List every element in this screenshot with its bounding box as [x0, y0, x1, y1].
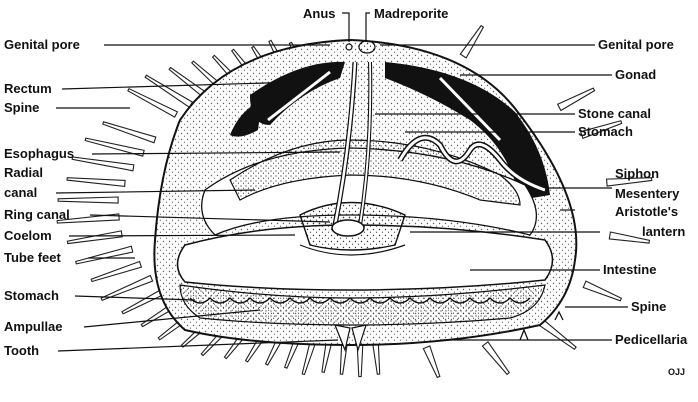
label-esophagus: Esophagus [4, 146, 74, 161]
spine [67, 178, 125, 187]
spine [482, 342, 509, 374]
spine [91, 261, 141, 281]
label-stone-canal: Stone canal [578, 106, 651, 121]
spine [72, 157, 134, 171]
label-gonad: Gonad [615, 67, 656, 82]
label-madreporite: Madreporite [374, 6, 448, 21]
label-genital-pore-left: Genital pore [4, 37, 80, 52]
spine [423, 346, 440, 377]
spine [103, 122, 156, 143]
label-genital-pore-right: Genital pore [598, 37, 674, 52]
label-siphon: Siphon [615, 166, 659, 181]
label-coelom: Coelom [4, 228, 52, 243]
label-lantern: lantern [642, 224, 685, 239]
anus-opening [346, 44, 352, 50]
label-ring-canal: Ring canal [4, 207, 70, 222]
label-rectum: Rectum [4, 81, 52, 96]
urchin-body [154, 40, 576, 350]
label-intestine: Intestine [603, 262, 656, 277]
spine [460, 26, 483, 58]
label-stomach-left: Stomach [4, 288, 59, 303]
label-stomach-right: Stomach [578, 124, 633, 139]
label-spine-left: Spine [4, 100, 39, 115]
spine [58, 197, 118, 203]
label-radial: Radial [4, 165, 43, 180]
artist-signature: OJJ [668, 367, 685, 377]
spine [539, 319, 576, 349]
label-anus: Anus [303, 6, 336, 21]
label-tube-feet: Tube feet [4, 250, 61, 265]
spine [67, 231, 122, 244]
label-canal: canal [4, 185, 37, 200]
label-tooth: Tooth [4, 343, 39, 358]
label-mesentery: Mesentery [615, 186, 680, 201]
label-ampullae: Ampullae [4, 319, 63, 334]
label-aristotles: Aristotle's [615, 204, 678, 219]
spine [76, 246, 133, 264]
label-pedicellaria: Pedicellaria [615, 332, 688, 347]
ring-canal [332, 220, 364, 236]
label-spine-right: Spine [631, 299, 666, 314]
spine [583, 281, 621, 301]
pedicellaria [520, 330, 528, 340]
madreporite-plate [359, 41, 375, 53]
